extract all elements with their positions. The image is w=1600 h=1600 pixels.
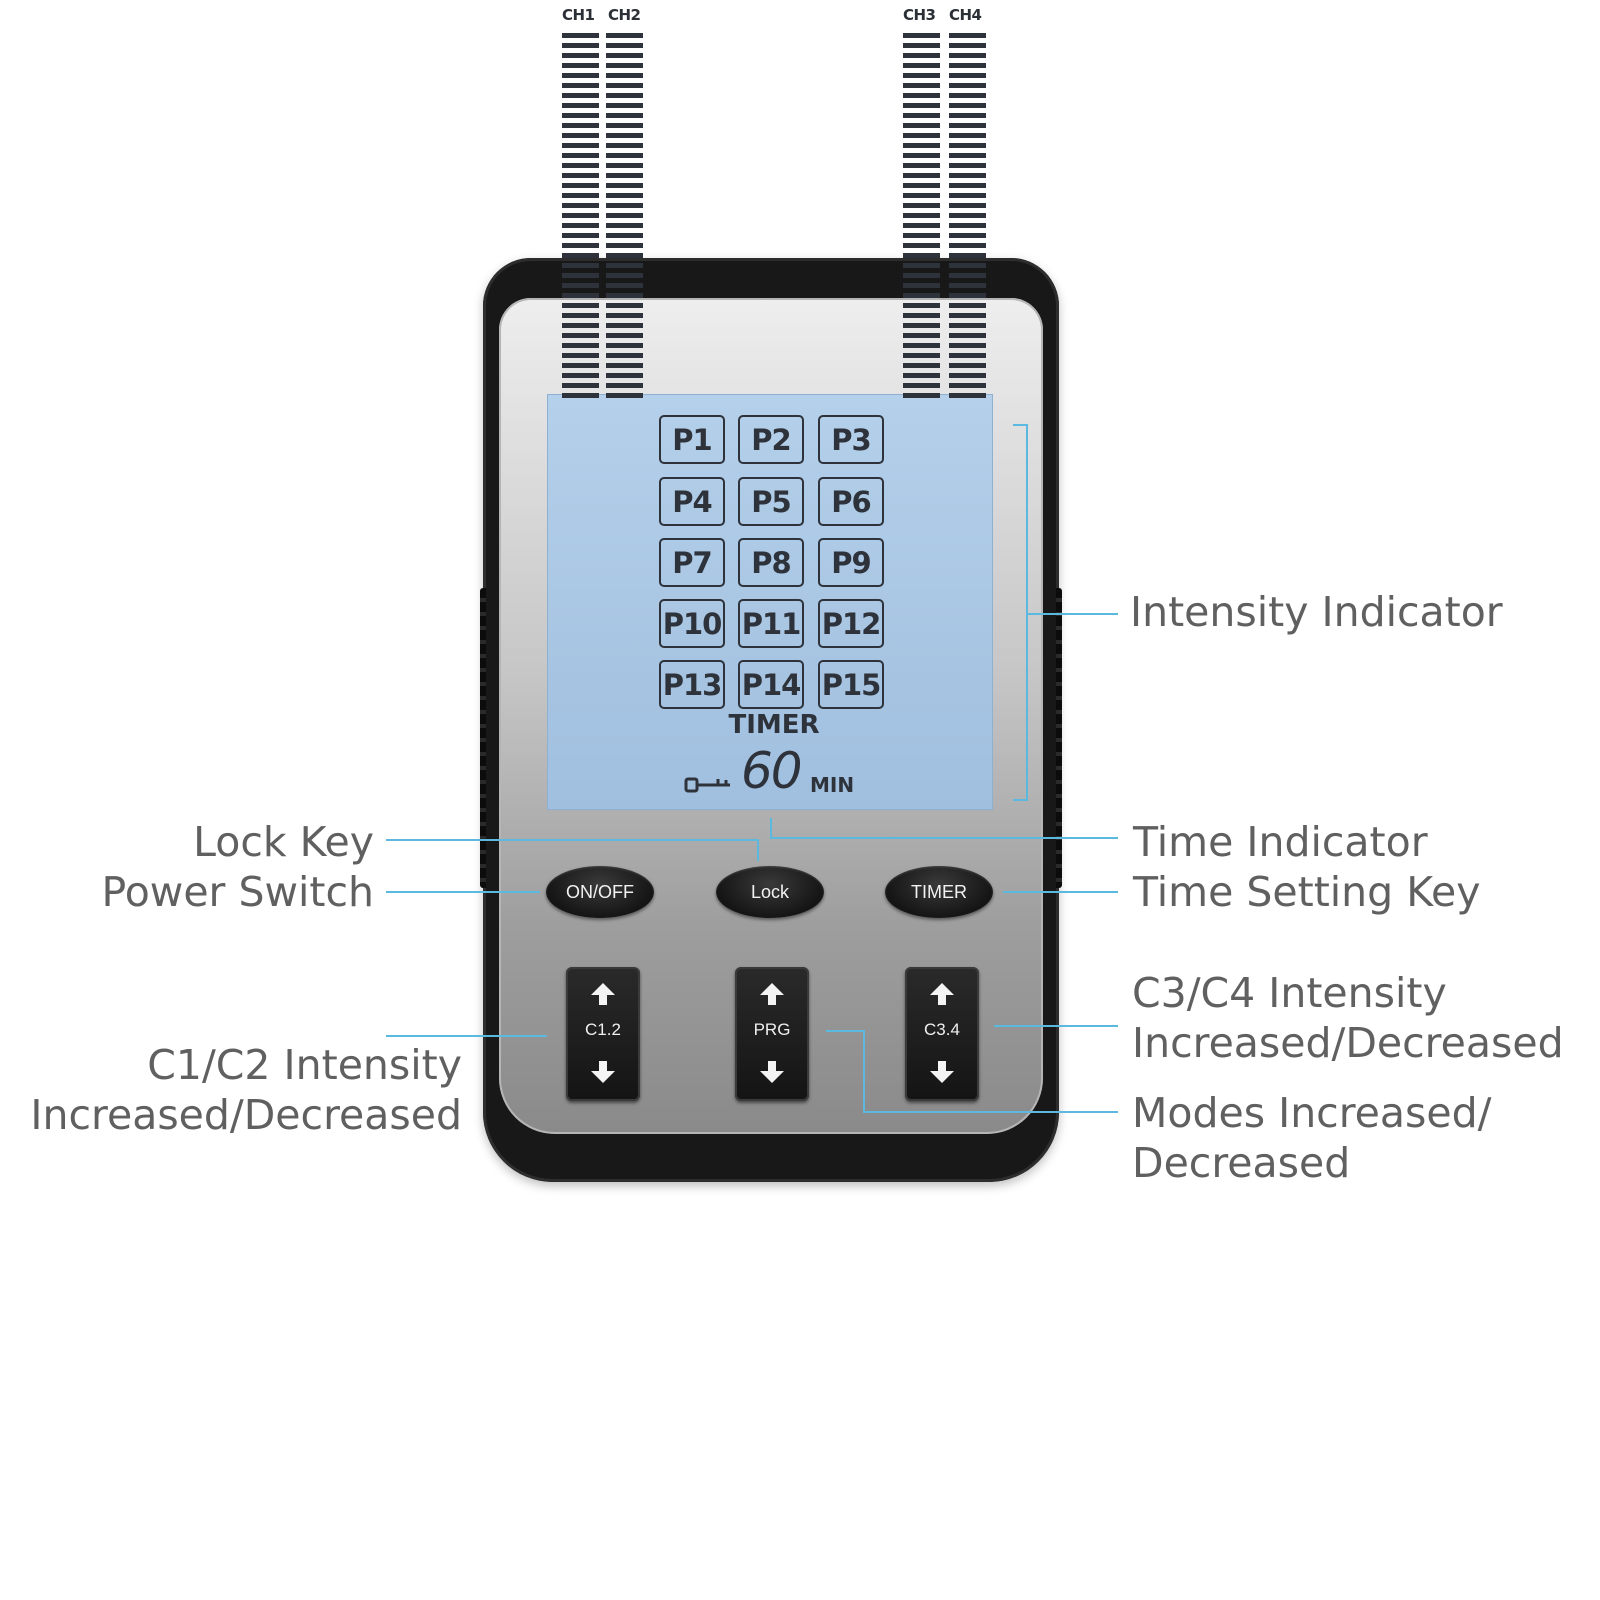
intensity-bars-ch2: [606, 33, 643, 399]
program-p10: P10: [659, 599, 725, 648]
program-p2: P2: [738, 415, 804, 464]
leader-lock-key: [386, 839, 759, 861]
callout-c34-line1: C3/C4 Intensity: [1132, 969, 1447, 1017]
arrow-down-icon: [591, 1061, 615, 1083]
program-p7: P7: [659, 538, 725, 587]
power-button[interactable]: ON/OFF: [546, 866, 654, 918]
callout-c12-line1: C1/C2 Intensity: [147, 1041, 462, 1089]
leader-modes: [826, 1030, 1118, 1113]
c12-decrease-button[interactable]: [566, 1051, 640, 1095]
prg-rocker: PRG: [735, 967, 809, 1101]
c34-decrease-button[interactable]: [905, 1051, 979, 1095]
program-p12: P12: [818, 599, 884, 648]
timer-unit: MIN: [810, 773, 855, 797]
left-grip: [480, 588, 486, 888]
program-p1: P1: [659, 415, 725, 464]
program-p4: P4: [659, 477, 725, 526]
program-p9: P9: [818, 538, 884, 587]
callout-lock-key: Lock Key: [193, 818, 374, 866]
c34-increase-button[interactable]: [905, 973, 979, 1017]
callout-intensity-indicator: Intensity Indicator: [1130, 588, 1503, 636]
program-p8: P8: [738, 538, 804, 587]
arrow-down-icon: [930, 1061, 954, 1083]
callout-modes-line1: Modes Increased/: [1132, 1089, 1492, 1137]
c12-label: C1.2: [585, 1020, 621, 1039]
c34-rocker: C3.4: [905, 967, 979, 1101]
c12-increase-button[interactable]: [566, 973, 640, 1017]
intensity-bars-ch1: [562, 33, 599, 399]
program-p15: P15: [818, 660, 884, 709]
leader-time-indicator: [770, 818, 1118, 839]
program-p5: P5: [738, 477, 804, 526]
channel-label-ch4: CH4: [949, 6, 982, 24]
program-p3: P3: [818, 415, 884, 464]
program-p6: P6: [818, 477, 884, 526]
program-p13: P13: [659, 660, 725, 709]
arrow-up-icon: [930, 983, 954, 1005]
prg-increase-button[interactable]: [735, 973, 809, 1017]
arrow-down-icon: [760, 1061, 784, 1083]
intensity-bars-ch3: [903, 33, 940, 399]
callout-time-setting-key: Time Setting Key: [1133, 868, 1481, 916]
channel-label-ch1: CH1: [562, 6, 595, 24]
channel-label-ch3: CH3: [903, 6, 936, 24]
callout-modes-line2: Decreased: [1132, 1139, 1351, 1187]
channel-label-ch2: CH2: [608, 6, 641, 24]
program-p11: P11: [738, 599, 804, 648]
c34-label: C3.4: [924, 1020, 960, 1039]
callout-time-indicator: Time Indicator: [1133, 818, 1428, 866]
callout-c12-line2: Increased/Decreased: [30, 1091, 462, 1139]
intensity-bars-ch4: [949, 33, 986, 399]
right-grip: [1056, 588, 1062, 888]
timer-button[interactable]: TIMER: [885, 866, 993, 918]
prg-decrease-button[interactable]: [735, 1051, 809, 1095]
c12-rocker: C1.2: [566, 967, 640, 1101]
lock-button[interactable]: Lock: [716, 866, 824, 918]
key-lock-icon: [684, 777, 730, 793]
arrow-up-icon: [591, 983, 615, 1005]
leader-intensity-indicator: [1013, 424, 1028, 801]
callout-c34-line2: Increased/Decreased: [1132, 1019, 1564, 1067]
program-p14: P14: [738, 660, 804, 709]
timer-value: 60: [741, 742, 803, 800]
callout-power-switch: Power Switch: [101, 868, 374, 916]
timer-label: TIMER: [728, 710, 820, 740]
arrow-up-icon: [760, 983, 784, 1005]
prg-label: PRG: [753, 1020, 791, 1039]
